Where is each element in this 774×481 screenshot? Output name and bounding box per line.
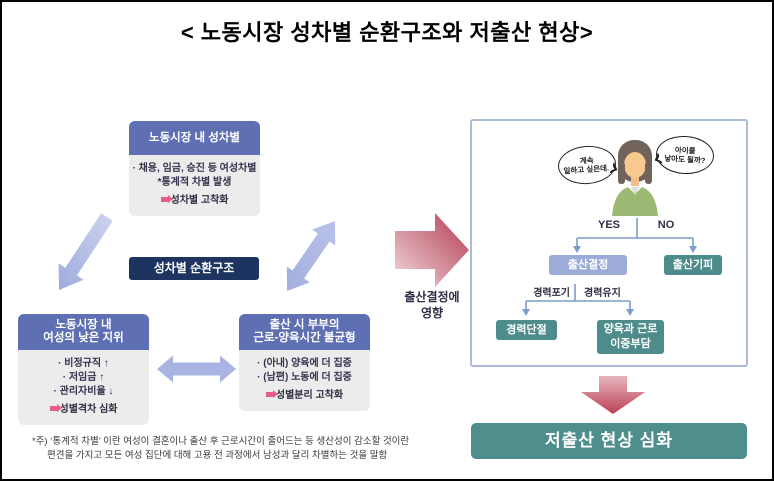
influence-arrow-icon — [395, 213, 469, 287]
career-break-box: 경력단절 — [496, 320, 557, 340]
box-line: · 저임금 ↑ — [62, 372, 105, 383]
cycle-arrow-double-diagonal-icon — [286, 221, 336, 291]
footnote: *주) ‘통계적 차별’ 이란 여성이 결혼이나 출산 후 근로시간이 줄어드는… — [32, 435, 472, 463]
result-line: 성별격차 심화 — [20, 403, 147, 417]
women-low-status-header: 노동시장 내 여성의 낮은 지위 — [18, 314, 149, 350]
box-line: · 비정규직 ↑ — [58, 358, 109, 369]
result-line: 성별분리 고착화 — [241, 389, 368, 403]
labor-market-discrimination-header: 노동시장 내 성차별 — [129, 121, 260, 155]
footnote-line: *주) ‘통계적 차별’ 이란 여성이 결혼이나 출산 후 근로시간이 줄어드는… — [32, 436, 410, 447]
women-low-status-body: · 비정규직 ↑ · 저임금 ↑ · 관리자비율 ↓ 성별격차 심화 — [18, 350, 149, 425]
pink-arrow-icon — [49, 403, 62, 412]
birth-avoidance-box: 출산기피 — [664, 255, 722, 275]
cycle-arrow-double-horizontal-icon — [157, 355, 236, 383]
childcare-imbalance-box: 출산 시 부부의 근로-양육시간 불균형 · (아내) 양육에 더 집중 · (… — [239, 314, 370, 411]
childcare-imbalance-header: 출산 시 부부의 근로-양육시간 불균형 — [239, 314, 370, 350]
birth-decision-box: 출산결정 — [549, 255, 627, 275]
labor-market-discrimination-box: 노동시장 내 성차별 · 채용, 임금, 승진 등 여성차별 *통계적 차별 발… — [129, 121, 260, 216]
box-line: · (남편) 노동에 더 집중 — [257, 372, 352, 383]
box-line: · (아내) 양육에 더 집중 — [257, 358, 352, 369]
yes-label: YES — [597, 219, 620, 231]
cycle-arrow-down-left-icon — [58, 213, 112, 290]
career-branch-connector — [522, 284, 634, 316]
influence-label: 출산결정에 영향 — [404, 290, 460, 320]
box-line: · 채용, 임금, 승진 등 여성차별 — [132, 163, 257, 174]
career-giveup-label: 경력포기 — [533, 288, 570, 299]
women-low-status-box: 노동시장 내 여성의 낮은 지위 · 비정규직 ↑ · 저임금 ↑ · 관리자비… — [18, 314, 149, 425]
box-line: *통계적 차별 발생 — [157, 177, 232, 188]
box-line: · 관리자비율 ↓ — [53, 386, 114, 397]
outcome-arrow-icon — [581, 376, 645, 414]
childcare-imbalance-body: · (아내) 양육에 더 집중 · (남편) 노동에 더 집중 성별분리 고착화 — [239, 350, 370, 411]
page-title: < 노동시장 성차별 순환구조와 저출산 현상> — [180, 20, 594, 45]
no-label: NO — [657, 219, 675, 231]
low-birthrate-outcome-box: 저출산 현상 심화 — [471, 423, 747, 459]
double-burden-box: 양육과 근로 이중부담 — [597, 320, 664, 354]
yes-no-branch-connector — [573, 218, 697, 253]
pink-arrow-icon — [265, 389, 278, 398]
labor-market-discrimination-body: · 채용, 임금, 승진 등 여성차별 *통계적 차별 발생 성차별 고착화 — [129, 155, 260, 216]
woman-avatar-icon — [612, 140, 658, 216]
result-line: 성차별 고착화 — [131, 194, 258, 208]
footnote-line: 편견을 가지고 모든 여성 집단에 대해 고용 전 과정에서 남성과 달리 차별… — [47, 450, 388, 461]
career-keep-label: 경력유지 — [584, 288, 621, 299]
pink-arrow-icon — [160, 194, 173, 203]
cycle-center-label: 성차별 순환구조 — [129, 257, 259, 280]
